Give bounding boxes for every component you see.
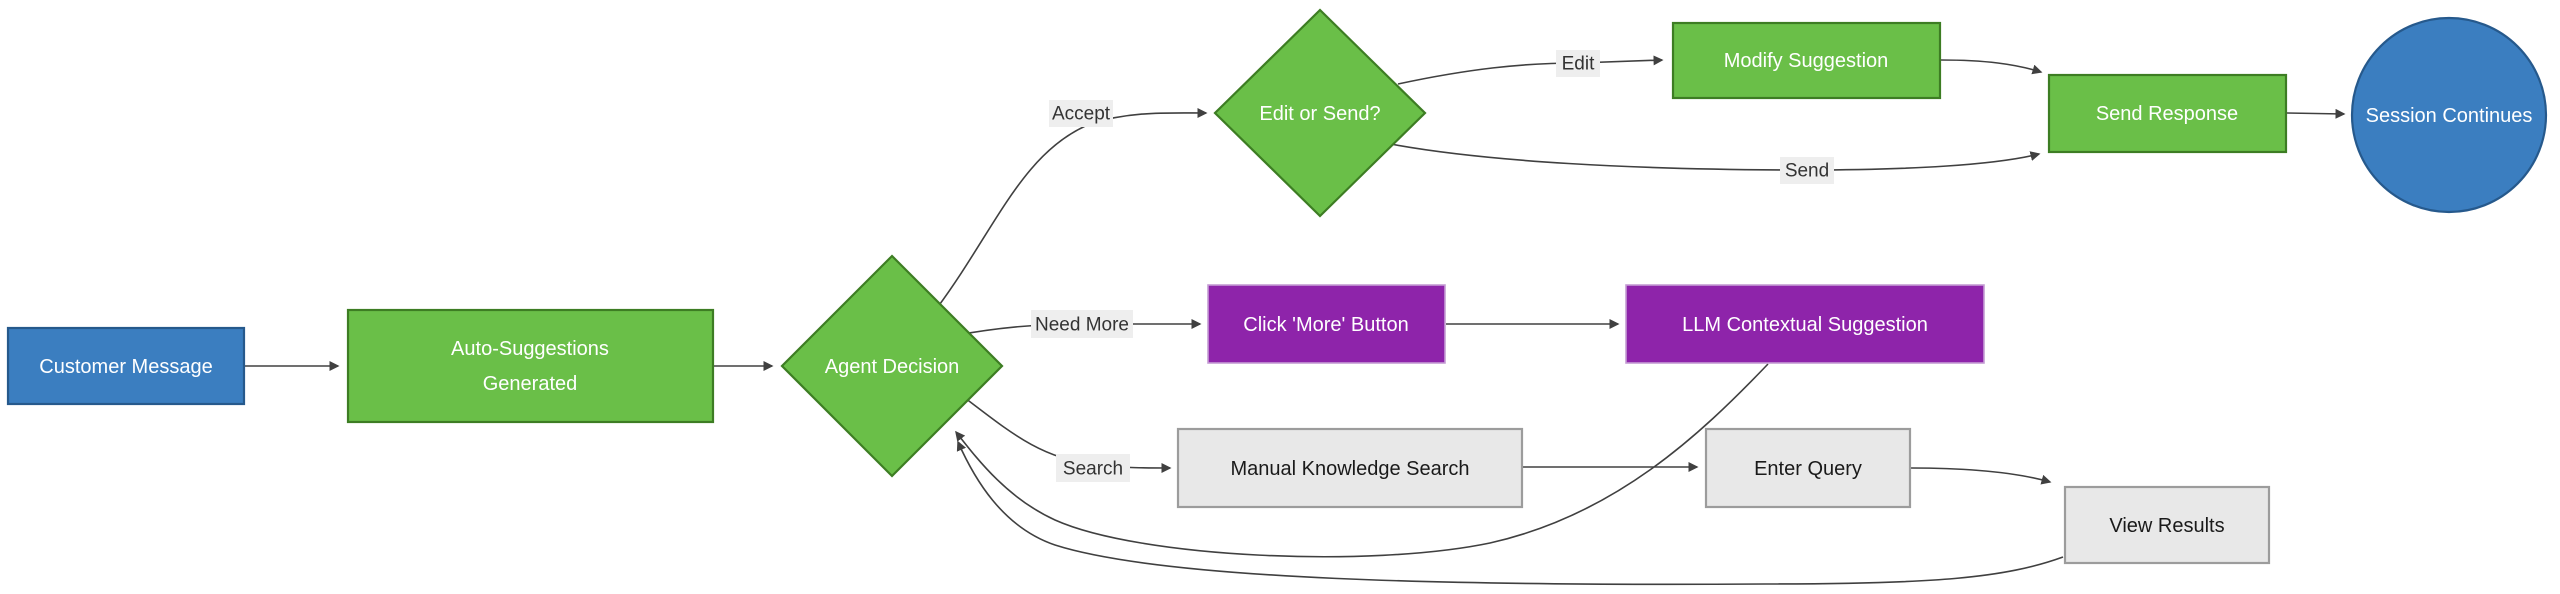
- edge-label-accept-text: Accept: [1052, 104, 1111, 125]
- edge-label-edit-text: Edit: [1562, 54, 1595, 75]
- node-view-results-label: View Results: [2109, 515, 2224, 537]
- node-modify-suggestion-label: Modify Suggestion: [1724, 50, 1889, 72]
- edge-label-accept-bg: [1049, 100, 1113, 127]
- edge-label-need-more-bg: [1031, 310, 1133, 338]
- edge-llm-suggestion-to-agent-decision: [955, 363, 1769, 558]
- node-manual-knowledge-search: Manual Knowledge Search: [1176, 427, 1524, 509]
- node-agent-decision-label: Agent Decision: [825, 356, 960, 378]
- node-customer-message-shape: [6, 326, 246, 406]
- node-enter-query: Enter Query: [1704, 427, 1912, 509]
- node-send-response: Send Response: [2047, 73, 2288, 154]
- edge-view-results-to-agent-decision: [956, 440, 2064, 586]
- node-edit-or-send-shape: [1213, 8, 1427, 218]
- node-manual-knowledge-search-shape: [1176, 427, 1524, 509]
- edge-label-search-text: Search: [1063, 459, 1123, 480]
- node-session-continues-shape: [2350, 16, 2548, 214]
- node-auto-suggestions-label-line1: Auto-Suggestions: [451, 338, 609, 360]
- node-session-continues-label: Session Continues: [2366, 105, 2533, 127]
- node-send-response-label: Send Response: [2096, 103, 2238, 125]
- edge-label-send-text: Send: [1785, 161, 1829, 182]
- node-enter-query-label: Enter Query: [1754, 458, 1862, 480]
- edge-edit-or-send-to-send-response: [1379, 141, 2041, 171]
- edge-enter-query-to-view-results: [1910, 467, 2052, 485]
- edge-label-edit-bg: [1556, 50, 1600, 77]
- edge-label-send: Send: [1780, 157, 1834, 184]
- edge-labels: Accept Edit Send Need More Search: [1031, 50, 1834, 482]
- node-modify-suggestion: Modify Suggestion: [1671, 21, 1942, 100]
- node-session-continues: Session Continues: [2350, 16, 2548, 214]
- edge-modify-suggestion-to-send-response: [1940, 59, 2043, 75]
- node-customer-message-label: Customer Message: [39, 356, 212, 378]
- node-click-more-button-label: Click 'More' Button: [1243, 314, 1408, 336]
- node-llm-contextual-suggestion-label: LLM Contextual Suggestion: [1682, 314, 1928, 336]
- edge-label-need-more: Need More: [1031, 310, 1133, 338]
- node-agent-decision-shape: [780, 254, 1004, 478]
- node-llm-contextual-suggestion: LLM Contextual Suggestion: [1625, 284, 1985, 364]
- node-modify-suggestion-shape: [1671, 21, 1942, 100]
- edge-label-send-bg: [1780, 157, 1834, 184]
- node-llm-contextual-suggestion-shape: [1625, 284, 1985, 364]
- node-click-more-button: Click 'More' Button: [1207, 284, 1446, 364]
- edge-label-search-bg: [1056, 454, 1130, 482]
- node-auto-suggestions-label-line2: Generated: [483, 373, 578, 395]
- node-enter-query-shape: [1704, 427, 1912, 509]
- node-view-results: View Results: [2063, 485, 2271, 565]
- node-send-response-shape: [2047, 73, 2288, 154]
- edge-label-search: Search: [1056, 454, 1130, 482]
- node-click-more-button-shape: [1207, 284, 1446, 364]
- node-auto-suggestions: Auto-Suggestions Generated: [346, 308, 715, 424]
- edge-label-edit: Edit: [1556, 50, 1600, 77]
- node-edit-or-send-label: Edit or Send?: [1259, 103, 1380, 125]
- node-manual-knowledge-search-label: Manual Knowledge Search: [1230, 458, 1469, 480]
- node-view-results-shape: [2063, 485, 2271, 565]
- edge-agent-decision-to-edit-or-send: [936, 107, 1208, 309]
- edge-label-need-more-text: Need More: [1035, 315, 1129, 336]
- edge-send-response-to-session-continues: [2286, 108, 2346, 119]
- nodes: Customer Message Auto-Suggestions Genera…: [6, 8, 2548, 565]
- node-customer-message: Customer Message: [6, 326, 246, 406]
- edge-edit-or-send-to-modify-suggestion: [1397, 55, 1664, 85]
- node-auto-suggestions-shape: [346, 308, 715, 424]
- edges: [244, 55, 2346, 586]
- node-edit-or-send: Edit or Send?: [1213, 8, 1427, 218]
- node-agent-decision: Agent Decision: [780, 254, 1004, 478]
- edge-label-accept: Accept: [1049, 100, 1113, 127]
